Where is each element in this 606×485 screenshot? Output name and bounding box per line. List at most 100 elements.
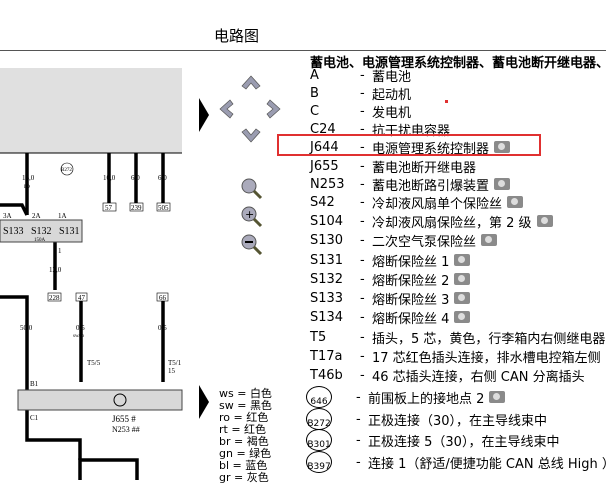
component-description[interactable]: 冷却液风扇单个保险丝	[372, 196, 503, 212]
color-legend-item: rt = 红色	[219, 423, 267, 436]
list-item[interactable]: B397-连接 1（舒适/便捷功能 CAN 总线 High ）	[306, 451, 606, 473]
connection-circle: B301	[306, 429, 332, 451]
separator: -	[360, 139, 365, 155]
pin-label: 1A	[58, 212, 67, 220]
list-item[interactable]: J655-蓄电池断开继电器	[310, 157, 477, 176]
color-legend-item: ws = 白色	[219, 387, 272, 400]
ref-label[interactable]: 47	[78, 294, 86, 302]
component-code: T17a	[310, 348, 343, 364]
list-item[interactable]: 646-前围板上的接地点 2	[306, 386, 506, 408]
component-description[interactable]: 电源管理系统控制器	[372, 141, 490, 157]
component-description[interactable]: 蓄电池断开继电器	[372, 160, 477, 176]
camera-icon[interactable]	[481, 234, 498, 246]
list-item[interactable]: B272-正极连接（30），在主导线束中	[306, 408, 548, 430]
list-item[interactable]: B-起动机	[310, 84, 412, 103]
ref-label[interactable]: 239	[131, 204, 142, 212]
list-item[interactable]: N253-蓄电池断路引爆装置	[310, 175, 511, 194]
separator: -	[360, 252, 365, 268]
component-code: J655	[310, 158, 339, 174]
pan-up-icon[interactable]	[241, 75, 261, 90]
separator: -	[356, 432, 361, 448]
camera-icon[interactable]	[454, 311, 471, 323]
separator: -	[360, 121, 365, 137]
component-code: S134	[310, 309, 344, 325]
pan-left-icon[interactable]	[219, 99, 234, 119]
expand-arrow-icon[interactable]	[199, 98, 209, 132]
color-legend-item: gr = 灰色	[219, 471, 269, 484]
component-code: C	[310, 103, 320, 119]
pin-label: 1	[58, 247, 62, 255]
ref-label[interactable]: 505	[158, 204, 169, 212]
component-description[interactable]: 冷却液风扇保险丝，第 2 级	[372, 215, 532, 231]
color-legend-item: sw = 黑色	[219, 399, 272, 412]
component-description[interactable]: 正极连接 5（30），在主导线束中	[368, 434, 560, 450]
component-description[interactable]: 连接 1（舒适/便捷功能 CAN 总线 High ）	[368, 456, 606, 472]
component-description[interactable]: 熔断保险丝 1	[372, 254, 450, 270]
camera-icon[interactable]	[494, 178, 511, 190]
list-item[interactable]: S132-熔断保险丝 2	[310, 270, 471, 289]
component-description[interactable]: 起动机	[372, 87, 412, 103]
zoom-out-icon[interactable]	[241, 234, 263, 256]
component-description[interactable]: 二次空气泵保险丝	[372, 234, 477, 250]
component-code: T46b	[310, 367, 343, 383]
list-item[interactable]: S130-二次空气泵保险丝	[310, 231, 498, 250]
list-item[interactable]: C-发电机	[310, 102, 412, 121]
component-description[interactable]: 熔断保险丝 2	[372, 273, 450, 289]
camera-icon[interactable]	[454, 254, 471, 266]
component-description[interactable]: 17 芯红色插头连接，排水槽电控箱左侧	[372, 350, 601, 366]
zoom-controls: +	[241, 178, 263, 256]
fuse-rating: 150A	[34, 238, 46, 243]
camera-icon[interactable]	[536, 215, 553, 227]
list-item[interactable]: T46b-46 芯插头连接，右侧 CAN 分离插头	[310, 366, 585, 385]
camera-icon[interactable]	[507, 196, 524, 208]
component-description[interactable]: 熔断保险丝 3	[372, 292, 450, 308]
ref-label[interactable]: 228	[49, 294, 60, 302]
list-item[interactable]: T5-插头，5 芯，黄色，行李箱内右侧继电器	[310, 328, 606, 347]
component-label: J655 #	[112, 414, 136, 424]
separator: -	[360, 290, 365, 306]
list-item[interactable]: S133-熔断保险丝 3	[310, 289, 471, 308]
component-description[interactable]: 蓄电池断路引爆装置	[372, 178, 490, 194]
separator: -	[360, 85, 365, 101]
component-description[interactable]: 插头，5 芯，黄色，行李箱内右侧继电器	[372, 331, 606, 347]
ref-label[interactable]: 57	[105, 204, 113, 212]
component-description[interactable]: 46 芯插头连接，右侧 CAN 分离插头	[372, 369, 585, 385]
wire-size-label: 12,0	[49, 266, 62, 274]
page-title: 电路图	[214, 27, 260, 45]
camera-icon[interactable]	[489, 391, 506, 403]
component-description[interactable]: 发电机	[372, 105, 412, 121]
list-item[interactable]: J644-电源管理系统控制器	[310, 138, 511, 157]
expand-legend-arrow-icon[interactable]	[199, 385, 209, 419]
separator: -	[360, 232, 365, 248]
component-description[interactable]: 蓄电池	[372, 69, 412, 85]
separator: -	[360, 348, 365, 364]
circuit-diagram[interactable]: 16,0 ro 10,0 6,0 6,0 57 239 505 B272 3A …	[0, 60, 200, 480]
wire-size-label: 16,0	[22, 174, 35, 182]
list-item[interactable]: S131-熔断保险丝 1	[310, 251, 471, 270]
list-item[interactable]: T17a -17 芯红色插头连接，排水槽电控箱左侧	[310, 347, 601, 366]
list-item[interactable]: S104-冷却液风扇保险丝，第 2 级	[310, 212, 553, 231]
list-item[interactable]: B301 -正极连接 5（30），在主导线束中	[306, 429, 560, 451]
list-item[interactable]: S134-熔断保险丝 4	[310, 308, 471, 327]
component-code: S133	[310, 290, 344, 306]
pan-down-icon[interactable]	[241, 128, 261, 143]
highlight-box	[277, 134, 541, 156]
color-legend-item: br = 褐色	[219, 435, 269, 448]
ref-label[interactable]: 66	[159, 294, 167, 302]
pan-right-icon[interactable]	[266, 99, 281, 119]
wire-size-label: 6,0	[131, 174, 140, 182]
camera-icon[interactable]	[494, 141, 511, 153]
component-description[interactable]: 前围板上的接地点 2	[368, 391, 485, 407]
pin-label: 2A	[32, 212, 41, 220]
camera-icon[interactable]	[454, 292, 471, 304]
fuse-label: S131	[59, 226, 80, 237]
component-description[interactable]: 正极连接（30），在主导线束中	[368, 413, 548, 429]
zoom-fit-icon[interactable]	[241, 178, 263, 200]
camera-icon[interactable]	[454, 273, 471, 285]
list-item[interactable]: S42-冷却液风扇单个保险丝	[310, 193, 524, 212]
zoom-in-icon[interactable]: +	[241, 206, 263, 228]
component-description[interactable]: 熔断保险丝 4	[372, 311, 450, 327]
list-item[interactable]: A-蓄电池	[310, 66, 412, 85]
pin-label: 3A	[3, 212, 12, 220]
connection-circle: B272	[306, 408, 332, 430]
